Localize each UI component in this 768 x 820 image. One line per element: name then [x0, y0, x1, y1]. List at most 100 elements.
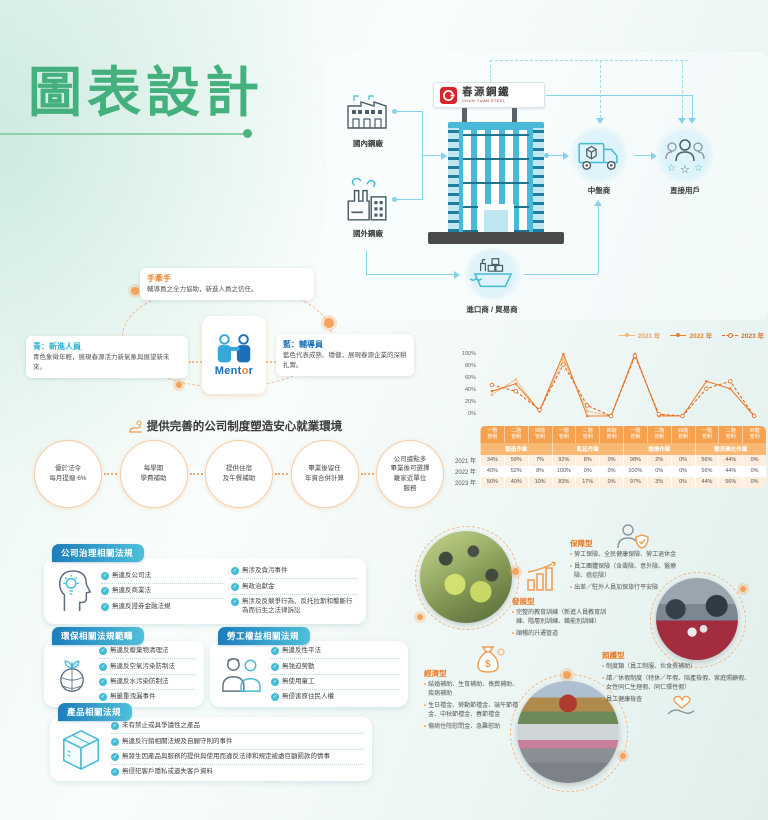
y-axis-labels: 100%80%60%40%20%0% [450, 351, 476, 417]
connector-line [692, 95, 693, 118]
column-header: 二階 管制 [646, 426, 671, 443]
section-tab-environment: 環保相關法規範疇 [52, 627, 145, 645]
check-icon [111, 722, 119, 731]
check-icon [111, 768, 119, 777]
checklist-item: 無違反水污染防制法 [99, 675, 195, 690]
cycle-dot [417, 614, 423, 620]
table-cell: 0% [599, 454, 623, 466]
benefit-circle: 提供住宿 及午餐補助 [205, 440, 273, 508]
svg-text:☆: ☆ [694, 163, 703, 174]
node-label-domestic: 國內鋼廠 [353, 139, 383, 148]
labor-box: 無違反性平法無強迫勞動無使用童工無侵害原住民人權 [210, 641, 408, 707]
connector-line [396, 199, 422, 200]
eco-globe-icon [53, 653, 91, 695]
table-cell: 0% [742, 476, 766, 488]
company-sign: 春源鋼鐵 CHUN YUAN STEEL [433, 82, 545, 108]
table-cell: 92% [551, 454, 576, 466]
chart-data-point [489, 382, 495, 388]
arrow-right-icon [651, 151, 657, 160]
arrow-down-icon [688, 118, 696, 124]
domestic-mill-icon [344, 92, 392, 134]
connector-line [634, 155, 651, 156]
benefit-circle: 優於法令 每月提撥 6% [34, 440, 102, 508]
chart-data-point [751, 413, 757, 419]
chart-data-point [585, 409, 589, 413]
chart-data-point [561, 362, 566, 367]
table-cell: 59% [503, 454, 528, 466]
growth-chart-icon [524, 560, 558, 597]
photo-team-activity [420, 531, 512, 623]
check-icon [101, 602, 109, 611]
check-icon [231, 582, 239, 591]
table-cell: 10% [527, 476, 552, 488]
check-icon [101, 571, 109, 580]
chart-data-point [585, 414, 589, 418]
mentor-card: Mentor [202, 316, 266, 394]
building-door [484, 210, 508, 232]
building-antenna [462, 108, 467, 122]
table-cell: 0% [670, 465, 695, 477]
company-name: 春源鋼鐵 [462, 85, 510, 98]
chart-data-point [728, 387, 732, 391]
connector-line [366, 250, 367, 274]
person-shield-icon [614, 522, 650, 557]
checklist-item: 無涉及反競爭行為、反托拉斯和壟斷行為而衍生之法律訴訟 [231, 595, 357, 619]
welfare-heading: 經濟型 [424, 669, 447, 678]
checklist-item: 未有禁止或具爭議性之產品 [111, 719, 363, 735]
chart-table-row-label: 2023 年 [454, 480, 476, 487]
mentor-right-box: 藍：輔導員 藍色代表成熟、穩健，展現春源企業的深耕扎實。 [276, 334, 414, 376]
table-cell: 50% [480, 476, 504, 488]
workers-icon [219, 655, 263, 693]
checklist-item: 無強迫勞動 [271, 659, 399, 675]
connector-line [546, 155, 563, 156]
connector-line [600, 60, 601, 118]
legend-line-sample [670, 332, 687, 337]
chart-data-point [680, 413, 685, 419]
check-icon [231, 598, 239, 606]
chart-data-point [562, 357, 565, 361]
table-cell: 2% [646, 454, 671, 466]
column-header: 一階 管制 [623, 426, 647, 443]
table-cell: 0% [599, 465, 623, 477]
benefits-row: 優於法令 每月提撥 6%每學期 學費補助提供住宿 及午餐補助畢業後留任 年資合併… [34, 440, 444, 508]
checklist-item: 無使用童工 [271, 675, 399, 690]
idea-head-icon [53, 567, 93, 615]
table-cell: 7% [527, 454, 552, 466]
chart-data-point [490, 393, 494, 397]
table-cell: 98% [623, 454, 647, 466]
supply-chain-panel [326, 52, 768, 320]
checklist-item: 無違反空氣污染防制法 [99, 659, 195, 675]
cycle-dot [620, 753, 626, 759]
cycle-dot [131, 287, 139, 295]
mentor-left-box: 青：新進人員 青色象徵年輕，展現春源活力新氣象與展望新未來。 [26, 336, 188, 378]
chart-legend: 2021 年 2022 年 2023 年 [618, 330, 764, 340]
table-cell: 97% [623, 476, 647, 488]
chart-data-point [704, 386, 709, 391]
ship-icon [467, 254, 519, 294]
checklist-item: 無違反證券金融法規 [101, 599, 223, 613]
checklist-item: 無政治獻金 [231, 579, 357, 595]
dotted-connector [189, 473, 203, 475]
dotted-connector [360, 473, 374, 475]
check-icon [271, 662, 279, 671]
checklist-item: 無侵害原住民人權 [271, 690, 399, 704]
mentor-right-text: 藍色代表成熟、穩健，展現春源企業的深耕扎實。 [283, 352, 407, 369]
column-header: 四階 管制 [527, 426, 552, 443]
chart-series-line [491, 354, 755, 417]
checklist-item: 無違反廢棄物清理法 [99, 644, 195, 660]
group-header: 鍛造作業 [480, 442, 552, 455]
welfare-heading: 保障型 [570, 539, 593, 548]
chart-data-point [513, 389, 518, 394]
table-cell: 44% [694, 476, 719, 488]
group-header: 熔煉作業 [623, 442, 695, 455]
alert-level-chart: 2021 年 2022 年 2023 年 100%80%60%40%20%0% … [448, 330, 766, 494]
column-header: 一階 管制 [694, 426, 719, 443]
chart-table-row: 鍛造作業軋延作業熔煉作業酸洗磷化作業 [448, 442, 766, 455]
check-icon [99, 678, 107, 686]
check-icon [99, 662, 107, 671]
welfare-item: 員工健康檢查 [602, 696, 752, 705]
chart-data-point [632, 353, 638, 359]
dotted-connector [104, 473, 118, 475]
